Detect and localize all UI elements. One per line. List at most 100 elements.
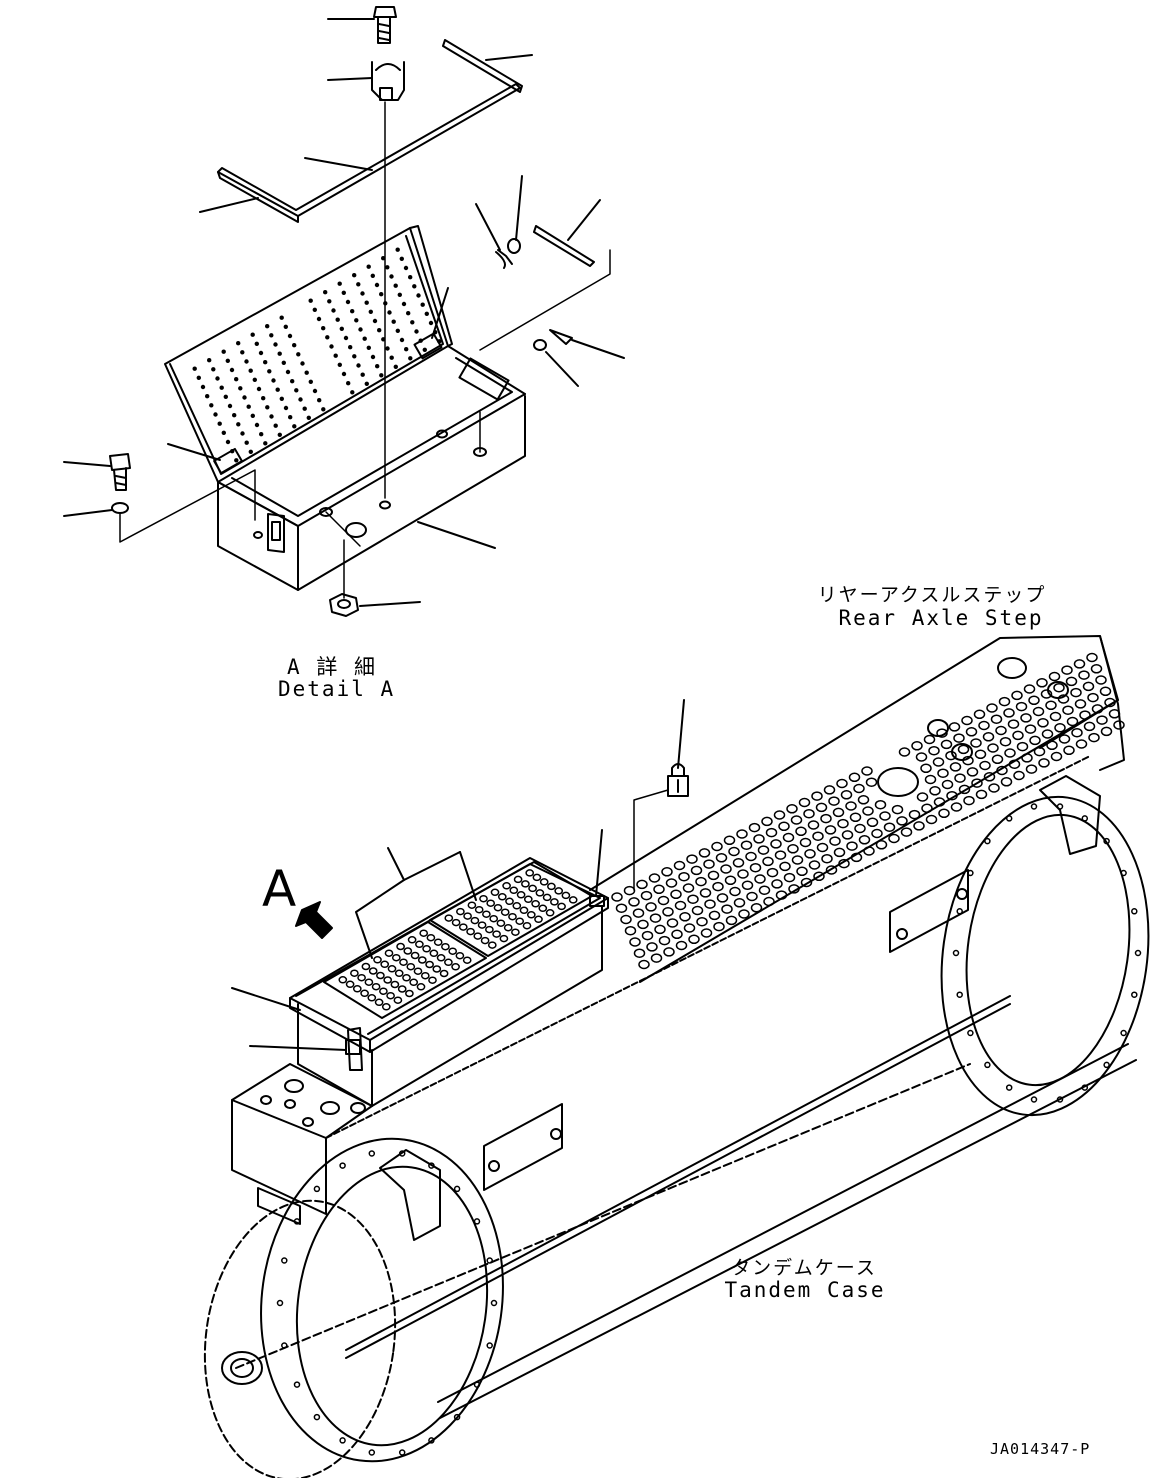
perforation-hole	[292, 343, 297, 348]
leader-line	[359, 601, 421, 607]
perforation-hole	[370, 273, 375, 278]
beam-end-block	[231, 755, 1091, 1225]
leader-line	[595, 829, 603, 897]
perforation-hole	[259, 432, 264, 437]
perforation-hole	[273, 423, 278, 428]
perforation-hole	[813, 871, 825, 882]
perforation-hole	[850, 852, 863, 863]
perforation-hole	[691, 905, 704, 916]
perforation-hole	[466, 927, 475, 936]
perforation-hole	[796, 866, 808, 877]
perforation-hole	[1025, 764, 1038, 774]
nut-bottom	[329, 593, 359, 617]
perforation-hole	[339, 1437, 346, 1444]
perforation-hole	[696, 916, 708, 927]
perforation-hole	[1032, 706, 1045, 717]
perforation-hole	[757, 845, 770, 855]
perforation-hole	[379, 987, 388, 995]
perforation-hole	[258, 350, 264, 356]
perforation-hole	[657, 895, 670, 906]
perforation-hole	[350, 969, 359, 977]
perforation-hole	[381, 256, 386, 261]
perforation-hole	[395, 247, 400, 252]
perforation-hole	[397, 292, 402, 297]
perforation-hole	[1013, 770, 1025, 781]
perforation-hole	[700, 928, 713, 938]
perforation-hole	[444, 914, 454, 922]
perforation-hole	[799, 837, 812, 848]
perforation-hole	[1120, 1029, 1127, 1037]
perforation-hole	[366, 264, 371, 269]
perforation-hole	[737, 869, 749, 879]
perforation-hole	[414, 329, 419, 334]
perforation-hole	[948, 722, 961, 732]
perforation-hole	[984, 837, 991, 845]
perforation-hole	[1103, 837, 1110, 845]
perforation-hole	[444, 958, 453, 967]
perforation-hole	[547, 882, 556, 891]
leader-line	[545, 351, 579, 387]
perforation-hole	[871, 828, 883, 839]
perforation-hole	[364, 300, 369, 305]
perforation-hole	[395, 328, 400, 333]
perforation-hole	[523, 895, 533, 904]
perforation-hole	[474, 905, 484, 914]
perforation-hole	[492, 930, 501, 938]
perforation-hole	[929, 786, 941, 796]
perforation-hole	[250, 332, 255, 337]
perforation-hole	[658, 935, 671, 946]
perforation-hole	[462, 956, 472, 964]
perforation-hole	[774, 850, 787, 860]
perforation-hole	[215, 376, 220, 381]
assembly-line	[633, 789, 669, 891]
perforation-hole	[683, 923, 696, 933]
perforation-hole	[812, 831, 824, 841]
perforation-hole	[978, 720, 990, 731]
perforation-hole	[1012, 730, 1024, 741]
perforation-hole	[825, 865, 838, 875]
perforation-hole	[473, 1218, 481, 1225]
detail-a-exploded-view	[63, 6, 625, 617]
perforation-hole	[360, 291, 365, 296]
perforation-hole	[505, 897, 514, 906]
perforation-hole	[688, 934, 700, 945]
perforation-hole	[999, 736, 1012, 747]
perforation-hole	[213, 412, 218, 417]
perforation-hole	[345, 299, 351, 305]
perforation-hole	[383, 301, 388, 306]
perforation-hole	[402, 974, 411, 982]
perforation-hole	[250, 413, 255, 418]
perforation-hole	[398, 1150, 406, 1157]
perforation-hole	[1086, 652, 1098, 663]
perforation-hole	[463, 912, 472, 920]
perforation-hole	[1049, 711, 1062, 722]
perforation-hole	[961, 715, 973, 726]
perforation-hole	[1037, 718, 1049, 728]
perforation-hole	[273, 342, 278, 347]
perforation-hole	[624, 925, 637, 936]
perforation-hole	[640, 890, 653, 901]
perforation-hole	[403, 265, 409, 271]
perforation-hole	[1134, 949, 1142, 957]
perforation-hole	[352, 985, 362, 993]
drawing-code: JA014347-P	[990, 1440, 1091, 1458]
perforation-hole	[982, 732, 995, 742]
perforation-hole	[327, 299, 332, 304]
perforation-hole	[269, 414, 274, 419]
perforation-hole	[1096, 715, 1108, 725]
perforation-hole	[671, 929, 683, 940]
perforation-hole	[663, 947, 675, 957]
perforation-hole	[356, 363, 361, 368]
perforation-hole	[1020, 713, 1032, 723]
perforation-hole	[1057, 694, 1070, 704]
perforation-hole	[1103, 1061, 1110, 1069]
perforation-hole	[646, 942, 658, 952]
perforation-hole	[1005, 815, 1013, 822]
perforation-hole	[648, 873, 661, 883]
perforation-hole	[649, 913, 662, 923]
perforation-hole	[898, 747, 911, 757]
perforation-hole	[422, 347, 427, 352]
perforation-hole	[399, 337, 405, 343]
perforation-hole	[397, 985, 407, 993]
perforation-hole	[996, 765, 1008, 776]
